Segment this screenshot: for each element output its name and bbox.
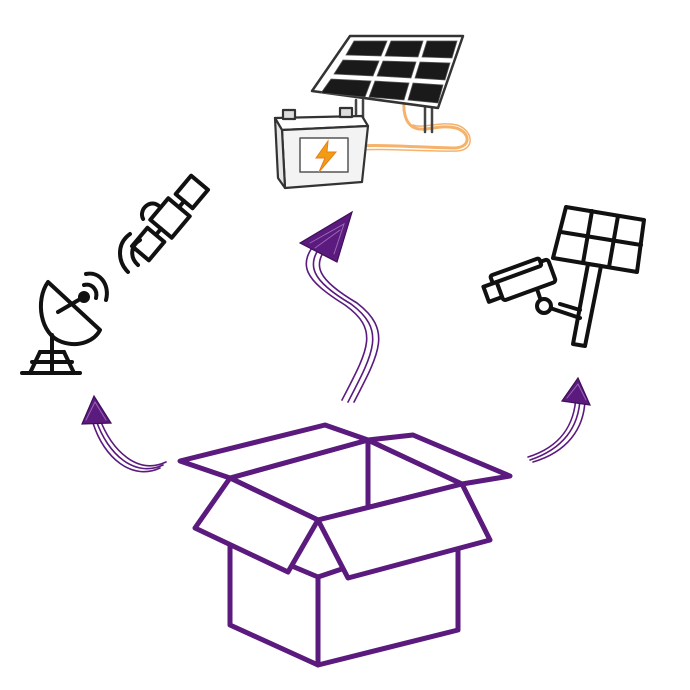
solar-cells: [320, 40, 458, 104]
satellite-dish-icon: [20, 271, 109, 375]
security-camera-solar-icon: [481, 205, 646, 348]
box-flap-back-right: [365, 432, 513, 487]
arrow-to-dish: [81, 394, 167, 473]
box-flap-front-right: [315, 481, 493, 581]
solar-panel-battery-icon: [273, 34, 471, 190]
bolt-icon: [315, 139, 338, 173]
cable-sketch: [360, 93, 469, 150]
arrow-to-solar-battery: [298, 210, 380, 403]
box-flap-front-left: [192, 475, 321, 575]
satellite-icon: [118, 173, 210, 274]
open-box-icon: [177, 422, 513, 668]
arrow-to-camera: [527, 376, 591, 463]
